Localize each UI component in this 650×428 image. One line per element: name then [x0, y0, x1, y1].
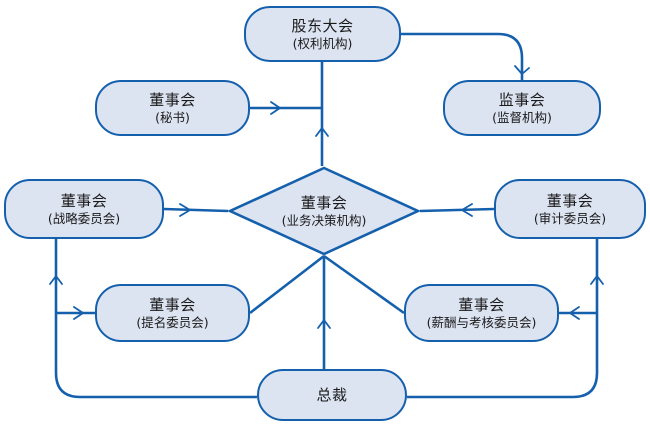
node-subtitle: (薪酬与考核委员会) — [426, 314, 537, 330]
node-shareholders-meeting[interactable]: 股东大会 (权利机构) — [244, 6, 401, 62]
diamond-shape — [228, 166, 420, 256]
node-remuneration-committee[interactable]: 董事会 (薪酬与考核委员会) — [404, 284, 559, 342]
node-subtitle: (审计委员会) — [533, 210, 607, 226]
edge-decision-to-nomination — [249, 254, 325, 315]
arrowhead-supervisors — [514, 65, 530, 75]
node-subtitle: (战略委员会) — [47, 210, 121, 226]
arrowhead-president-up — [317, 319, 331, 329]
node-board-decision-making[interactable]: 董事会 (业务决策机构) — [228, 166, 420, 256]
edge-president-right-trunk — [407, 239, 599, 399]
node-board-secretary[interactable]: 董事会 (秘书) — [95, 80, 250, 136]
arrowhead-right-branch — [569, 306, 580, 320]
node-title: 董事会 — [458, 295, 505, 314]
node-title: 董事会 — [546, 191, 594, 210]
edge-shareholders-to-supervisors — [401, 32, 524, 80]
node-title: 监事会 — [498, 90, 546, 109]
arrowhead-left-branch — [73, 306, 84, 320]
arrowhead-decision-top — [315, 127, 329, 137]
node-title: 董事会 — [149, 90, 196, 109]
node-subtitle: (提名委员会) — [136, 314, 209, 330]
node-board-of-supervisors[interactable]: 监事会 (监督机构) — [443, 80, 601, 136]
arrowhead-strategy — [179, 203, 191, 217]
node-president[interactable]: 总裁 — [257, 369, 407, 421]
diamond-label-group: 董事会 (业务决策机构) — [228, 166, 420, 256]
edge-decision-to-remuneration — [323, 254, 405, 315]
edge-president-left-trunk — [54, 239, 257, 399]
node-title: 董事会 — [149, 295, 196, 314]
edge-strategy-to-decision — [163, 207, 229, 213]
node-title: 股东大会 — [291, 16, 354, 35]
arrowhead-audit — [461, 203, 473, 217]
node-subtitle: (业务决策机构) — [281, 212, 367, 228]
arrowhead-left-trunk-up — [49, 275, 63, 285]
arrowhead-right-trunk-up — [590, 275, 604, 285]
node-subtitle: (权利机构) — [292, 35, 353, 51]
node-strategy-committee[interactable]: 董事会 (战略委员会) — [4, 179, 164, 239]
node-subtitle: (监督机构) — [492, 109, 552, 125]
node-title: 董事会 — [300, 193, 348, 212]
edge-audit-to-decision — [419, 207, 495, 213]
node-audit-committee[interactable]: 董事会 (审计委员会) — [494, 179, 646, 239]
node-subtitle: (秘书) — [155, 109, 190, 125]
node-title: 总裁 — [316, 385, 348, 404]
arrowhead-secretary — [270, 101, 281, 115]
node-nomination-committee[interactable]: 董事会 (提名委员会) — [95, 284, 250, 342]
node-title: 董事会 — [60, 191, 108, 210]
